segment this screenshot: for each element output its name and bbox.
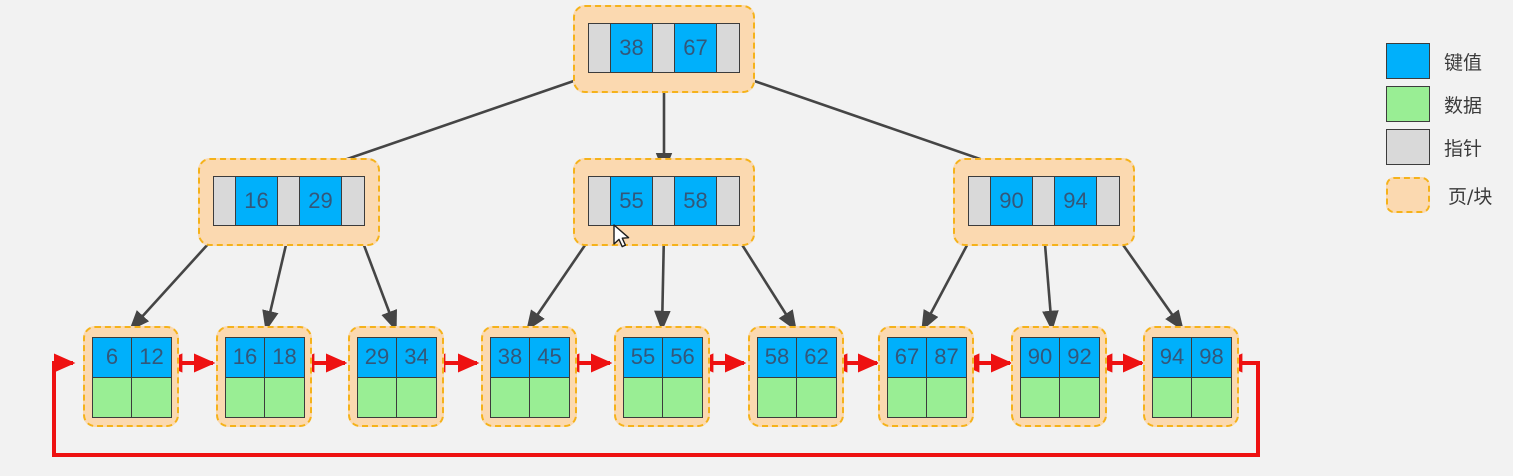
node-leaf-1[interactable]: 16 18 xyxy=(225,337,305,418)
leaf-6-data-1[interactable] xyxy=(927,377,966,417)
internal-1-pointer-1[interactable] xyxy=(653,177,675,225)
leaf-0-data-1[interactable] xyxy=(132,377,171,417)
leaf-7-data-1[interactable] xyxy=(1060,377,1099,417)
leaf-3-data-0[interactable] xyxy=(491,377,530,417)
node-internal-2[interactable]: 90 94 xyxy=(968,176,1120,226)
legend: 键值 数据 指针 页/块 xyxy=(1386,40,1511,217)
node-leaf-0[interactable]: 6 12 xyxy=(92,337,172,418)
node-root[interactable]: 38 67 xyxy=(588,23,740,73)
leaf-7-data-0[interactable] xyxy=(1021,377,1060,417)
internal-0-pointer-1[interactable] xyxy=(278,177,300,225)
leaf-6-data-0[interactable] xyxy=(888,377,927,417)
leaf-8-key-0[interactable]: 94 xyxy=(1153,338,1192,378)
leaf-3-key-0[interactable]: 38 xyxy=(491,338,530,378)
leaf-6-key-0[interactable]: 67 xyxy=(888,338,927,378)
root-key-1[interactable]: 67 xyxy=(675,24,717,72)
internal-2-pointer-1[interactable] xyxy=(1033,177,1055,225)
internal-1-key-1[interactable]: 58 xyxy=(675,177,717,225)
data-swatch xyxy=(1386,86,1430,122)
internal-0-key-0[interactable]: 16 xyxy=(236,177,278,225)
leaf-4-data-1[interactable] xyxy=(663,377,702,417)
legend-item-page: 页/块 xyxy=(1386,174,1511,216)
node-leaf-5[interactable]: 58 62 xyxy=(757,337,837,418)
leaf-5-key-0[interactable]: 58 xyxy=(758,338,797,378)
leaf-7-key-0[interactable]: 90 xyxy=(1021,338,1060,378)
legend-item-data: 数据 xyxy=(1386,83,1511,125)
page-swatch xyxy=(1386,177,1430,213)
legend-label-key: 键值 xyxy=(1444,51,1483,74)
leaf-3-key-1[interactable]: 45 xyxy=(530,338,569,378)
root-pointer-1[interactable] xyxy=(653,24,675,72)
leaf-1-key-1[interactable]: 18 xyxy=(265,338,304,378)
node-leaf-8[interactable]: 94 98 xyxy=(1152,337,1232,418)
leaf-8-key-1[interactable]: 98 xyxy=(1192,338,1231,378)
root-pointer-0[interactable] xyxy=(589,24,611,72)
node-leaf-2[interactable]: 29 34 xyxy=(357,337,437,418)
leaf-2-key-0[interactable]: 29 xyxy=(358,338,397,378)
leaf-1-key-0[interactable]: 16 xyxy=(226,338,265,378)
leaf-5-key-1[interactable]: 62 xyxy=(797,338,836,378)
node-leaf-4[interactable]: 55 56 xyxy=(623,337,703,418)
node-internal-0[interactable]: 16 29 xyxy=(213,176,365,226)
legend-label-data: 数据 xyxy=(1444,94,1483,117)
leaf-1-data-1[interactable] xyxy=(265,377,304,417)
leaf-5-data-0[interactable] xyxy=(758,377,797,417)
root-pointer-2[interactable] xyxy=(717,24,739,72)
leaf-0-key-0[interactable]: 6 xyxy=(93,338,132,378)
legend-item-key: 键值 xyxy=(1386,40,1511,82)
internal-0-pointer-0[interactable] xyxy=(214,177,236,225)
leaf-8-data-1[interactable] xyxy=(1192,377,1231,417)
leaf-8-data-0[interactable] xyxy=(1153,377,1192,417)
key-swatch xyxy=(1386,43,1430,79)
leaf-7-key-1[interactable]: 92 xyxy=(1060,338,1099,378)
legend-item-pointer: 指针 xyxy=(1386,126,1511,168)
internal-0-key-1[interactable]: 29 xyxy=(300,177,342,225)
pointer-swatch xyxy=(1386,129,1430,165)
internal-1-key-0[interactable]: 55 xyxy=(611,177,653,225)
internal-1-pointer-0[interactable] xyxy=(589,177,611,225)
leaf-4-key-1[interactable]: 56 xyxy=(663,338,702,378)
internal-2-key-0[interactable]: 90 xyxy=(991,177,1033,225)
leaf-2-data-1[interactable] xyxy=(397,377,436,417)
internal-2-pointer-0[interactable] xyxy=(969,177,991,225)
internal-2-key-1[interactable]: 94 xyxy=(1055,177,1097,225)
node-leaf-7[interactable]: 90 92 xyxy=(1020,337,1100,418)
leaf-4-data-0[interactable] xyxy=(624,377,663,417)
root-key-0[interactable]: 38 xyxy=(611,24,653,72)
leaf-3-data-1[interactable] xyxy=(530,377,569,417)
leaf-4-key-0[interactable]: 55 xyxy=(624,338,663,378)
leaf-6-key-1[interactable]: 87 xyxy=(927,338,966,378)
node-leaf-3[interactable]: 38 45 xyxy=(490,337,570,418)
internal-0-pointer-2[interactable] xyxy=(342,177,364,225)
node-internal-1[interactable]: 55 58 xyxy=(588,176,740,226)
legend-label-page: 页/块 xyxy=(1448,185,1493,208)
leaf-0-key-1[interactable]: 12 xyxy=(132,338,171,378)
leaf-2-data-0[interactable] xyxy=(358,377,397,417)
leaf-5-data-1[interactable] xyxy=(797,377,836,417)
internal-1-pointer-2[interactable] xyxy=(717,177,739,225)
legend-label-pointer: 指针 xyxy=(1444,137,1483,160)
leaf-1-data-0[interactable] xyxy=(226,377,265,417)
mouse-pointer-icon xyxy=(613,224,630,248)
leaf-2-key-1[interactable]: 34 xyxy=(397,338,436,378)
internal-2-pointer-2[interactable] xyxy=(1097,177,1119,225)
node-leaf-6[interactable]: 67 87 xyxy=(887,337,967,418)
leaf-0-data-0[interactable] xyxy=(93,377,132,417)
